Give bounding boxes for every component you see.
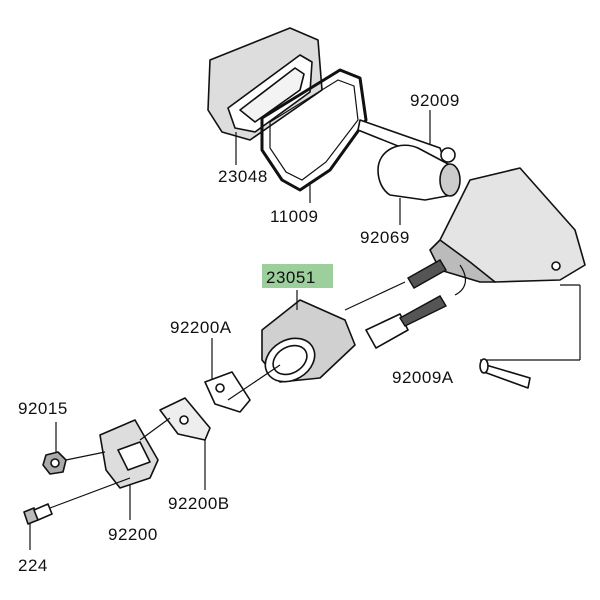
bracket-b-part[interactable] xyxy=(159,397,211,441)
label-92200[interactable]: 92200 xyxy=(108,525,158,544)
lens-part[interactable] xyxy=(207,27,323,141)
label-23048[interactable]: 23048 xyxy=(218,167,268,186)
label-92200A[interactable]: 92200A xyxy=(170,318,232,337)
label-92009A[interactable]: 92009A xyxy=(392,368,454,387)
label-92015[interactable]: 92015 xyxy=(18,399,68,418)
label-92200B[interactable]: 92200B xyxy=(168,494,230,513)
bulb-part[interactable] xyxy=(377,144,461,201)
highlight-box xyxy=(262,264,333,288)
label-92069[interactable]: 92069 xyxy=(360,228,410,247)
bolt-part[interactable] xyxy=(23,503,53,525)
nut-part[interactable] xyxy=(42,451,67,475)
connector-part[interactable] xyxy=(365,295,447,349)
label-11009[interactable]: 11009 xyxy=(270,207,319,226)
label-224[interactable]: 224 xyxy=(18,556,48,575)
label-92009[interactable]: 92009 xyxy=(410,91,460,110)
bracket-a-part[interactable] xyxy=(204,371,251,413)
housing-part[interactable] xyxy=(407,167,586,296)
socket-body-part[interactable] xyxy=(257,299,356,390)
gasket-part[interactable] xyxy=(260,68,368,192)
label-23051[interactable]: 23051 xyxy=(266,268,316,287)
screw-side-part[interactable] xyxy=(479,358,531,389)
